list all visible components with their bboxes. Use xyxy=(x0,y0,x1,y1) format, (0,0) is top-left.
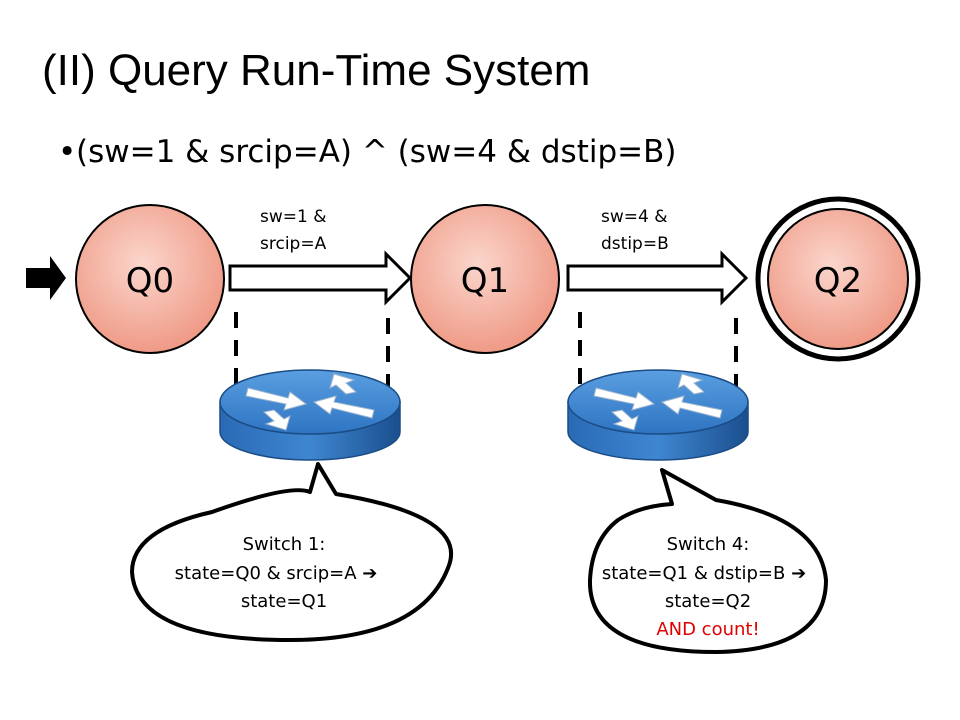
transition-label-line2: dstip=B xyxy=(601,234,669,254)
router-icon xyxy=(567,369,749,461)
router-icon xyxy=(219,369,401,461)
switch-4-name: Switch 4: xyxy=(667,534,750,555)
state-q1-label: Q1 xyxy=(461,261,509,301)
switch-4-callout: Switch 4: state=Q1 & dstip=B ➔ state=Q2 … xyxy=(587,468,828,654)
transition-q1-q2: sw=4 & dstip=B xyxy=(566,207,749,306)
state-q0: Q0 xyxy=(75,204,225,354)
transition-q0-q1: sw=1 & srcip=A xyxy=(228,207,413,306)
switch-4-result: state=Q2 xyxy=(665,591,751,612)
implies-arrow-icon: ➔ xyxy=(362,563,377,584)
start-arrow-icon xyxy=(26,256,66,300)
switch-1-name: Switch 1: xyxy=(243,534,326,555)
transition-label-line2: srcip=A xyxy=(260,234,327,254)
switch-1-rule: state=Q0 & srcip=A ➔ xyxy=(175,563,378,584)
switch-4-extra: AND count! xyxy=(656,619,759,640)
switch-1-result: state=Q1 xyxy=(241,591,327,612)
implies-arrow-icon: ➔ xyxy=(791,563,806,584)
switch-1-callout: Switch 1: state=Q0 & srcip=A ➔ state=Q1 xyxy=(130,462,454,642)
switch-4-rule: state=Q1 & dstip=B ➔ xyxy=(602,563,806,584)
bullet-item: •(sw=1 & srcip=A) ^ (sw=4 & dstip=B) xyxy=(58,134,676,170)
switch-4-rule-text: state=Q1 & dstip=B xyxy=(602,563,786,584)
bullet-dot-icon: • xyxy=(58,134,77,170)
switch-1-rule-text: state=Q0 & srcip=A xyxy=(175,563,358,584)
slide-title: (II) Query Run-Time System xyxy=(42,46,591,95)
transition-label-line1: sw=1 & xyxy=(260,207,326,227)
state-q0-label: Q0 xyxy=(126,261,174,301)
state-q1: Q1 xyxy=(410,204,560,354)
dashed-connectors xyxy=(234,312,738,388)
state-q2: Q2 xyxy=(755,196,921,362)
accepting-ring xyxy=(755,196,921,362)
bullet-text: (sw=1 & srcip=A) ^ (sw=4 & dstip=B) xyxy=(76,134,677,170)
transition-label-line1: sw=4 & xyxy=(601,207,667,227)
state-q2-label: Q2 xyxy=(814,261,862,301)
